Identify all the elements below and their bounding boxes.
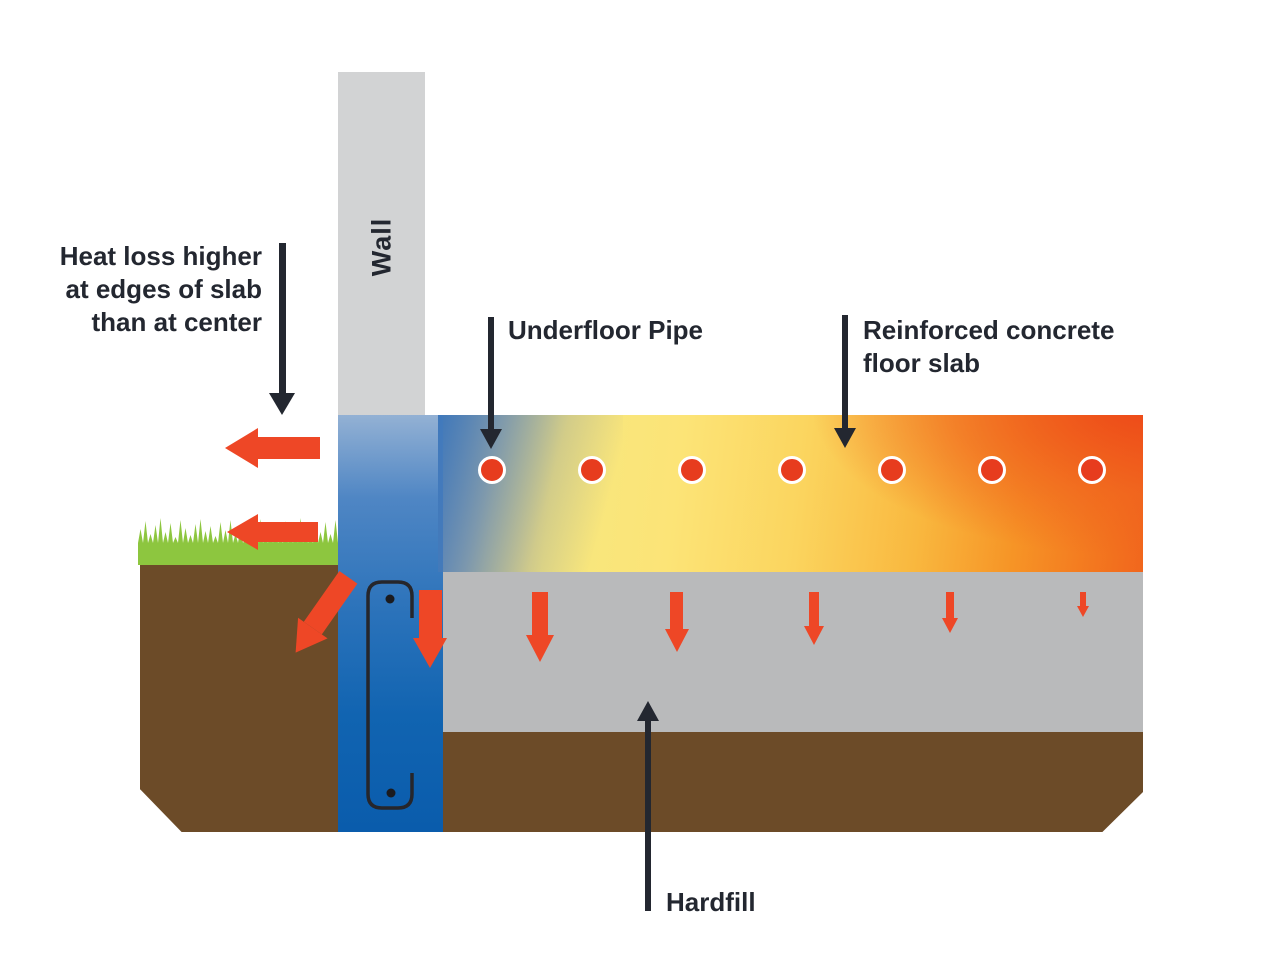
slab-arrow-line xyxy=(842,315,848,430)
pipe-icon xyxy=(678,456,706,484)
pipe-icon xyxy=(878,456,906,484)
underfloor-pipe-label: Underfloor Pipe xyxy=(508,315,704,345)
pipe-icon xyxy=(578,456,606,484)
heat-left-arrow-upper-icon xyxy=(225,428,320,468)
slab-label-line2: floor slab xyxy=(863,348,981,378)
wall-label: Wall xyxy=(366,217,396,277)
heat-left-arrow-lower-icon xyxy=(227,513,318,550)
soil-bottom-block xyxy=(443,732,1143,832)
heat-loss-arrow-head xyxy=(269,393,295,415)
soil-left-block xyxy=(140,564,338,832)
heat-loss-label-line1: Heat loss higher xyxy=(59,241,262,271)
hardfill-label: Hardfill xyxy=(666,887,756,917)
grass-icon xyxy=(138,518,338,565)
footing-rebar-icon xyxy=(366,580,414,810)
hardfill-arrow-head xyxy=(637,701,659,721)
heat-loss-label-line2: at edges of slab xyxy=(65,274,263,304)
heat-down-arrow-icon xyxy=(803,592,824,645)
slab-arrow-head xyxy=(834,428,856,448)
heat-down-arrow-icon xyxy=(664,592,689,652)
heat-down-arrow-icon xyxy=(1076,592,1089,617)
heat-down-arrow-icon xyxy=(525,592,554,662)
underfloor-pipe-arrow-line xyxy=(488,317,494,431)
slab-label-line1: Reinforced concrete xyxy=(863,315,1115,345)
pipe-icon xyxy=(478,456,506,484)
hardfill-arrow-line xyxy=(645,719,651,911)
heat-loss-arrow-line xyxy=(279,243,286,395)
arrow-head xyxy=(225,428,258,468)
wall-rect: Wall xyxy=(338,72,425,415)
pipe-icon xyxy=(1078,456,1106,484)
pipe-icon xyxy=(978,456,1006,484)
heat-loss-label: Heat loss higher at edges of slab than a… xyxy=(20,240,262,339)
heat-down-arrow-icon xyxy=(413,590,447,668)
slab-label: Reinforced concrete floor slab xyxy=(863,314,1114,380)
pipe-icon xyxy=(778,456,806,484)
underfloor-pipe-arrow-head xyxy=(480,429,502,449)
heat-down-arrow-icon xyxy=(941,592,958,633)
slab-blue-blend xyxy=(438,415,623,572)
hardfill-rect xyxy=(443,572,1143,732)
arrow-tail xyxy=(258,437,320,459)
arrow-head xyxy=(227,513,258,550)
arrow-tail xyxy=(258,521,318,542)
heat-loss-label-line3: than at center xyxy=(91,307,263,337)
